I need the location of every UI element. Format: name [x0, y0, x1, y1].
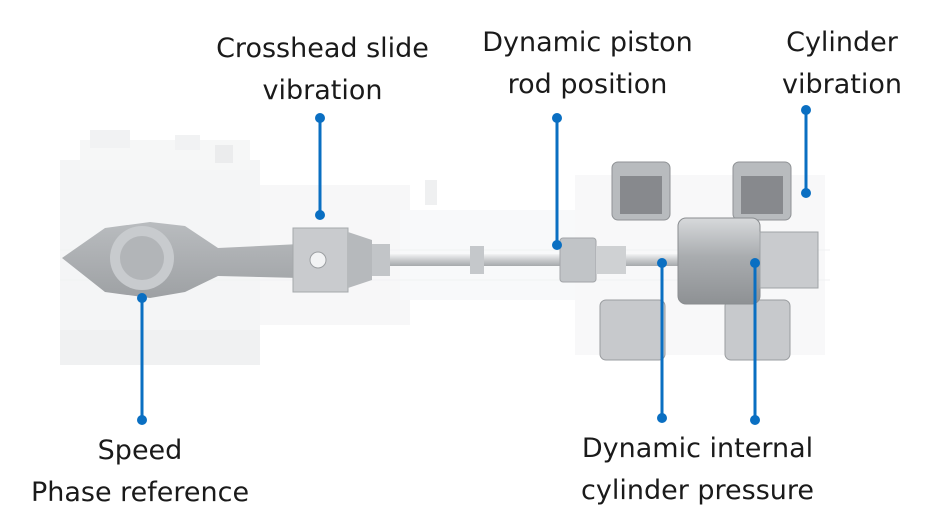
- pressure-label-line2: cylinder pressure: [581, 475, 814, 506]
- cylinder-valves: [599, 161, 792, 361]
- compressor-cylinder: [677, 217, 819, 305]
- crosshead: [292, 227, 390, 293]
- pressure-label-line1: Dynamic internal: [581, 433, 814, 464]
- crosshead-slide-vibration-label: Crosshead slide vibration: [200, 28, 445, 112]
- connecting-rod: [62, 222, 300, 298]
- crosshead-label-line2: vibration: [262, 75, 383, 106]
- piston-rod: [390, 237, 690, 283]
- cylvib-label-line2: vibration: [782, 69, 902, 100]
- speed-label-line2: Phase reference: [30, 477, 250, 508]
- callout-lines: [137, 105, 811, 425]
- speed-label-line1: Speed: [97, 435, 183, 466]
- crosshead-label-line1: Crosshead slide: [216, 33, 429, 64]
- piston-label-line2: rod position: [507, 69, 668, 100]
- speed-phase-reference-label: Speed Phase reference: [10, 430, 270, 514]
- piston-label-line1: Dynamic piston: [482, 27, 693, 58]
- cylinder-vibration-label: Cylinder vibration: [772, 22, 912, 106]
- piston-rod-position-label: Dynamic piston rod position: [460, 22, 715, 106]
- cylinder-pressure-label: Dynamic internal cylinder pressure: [560, 428, 835, 512]
- cylvib-label-line1: Cylinder: [786, 27, 898, 58]
